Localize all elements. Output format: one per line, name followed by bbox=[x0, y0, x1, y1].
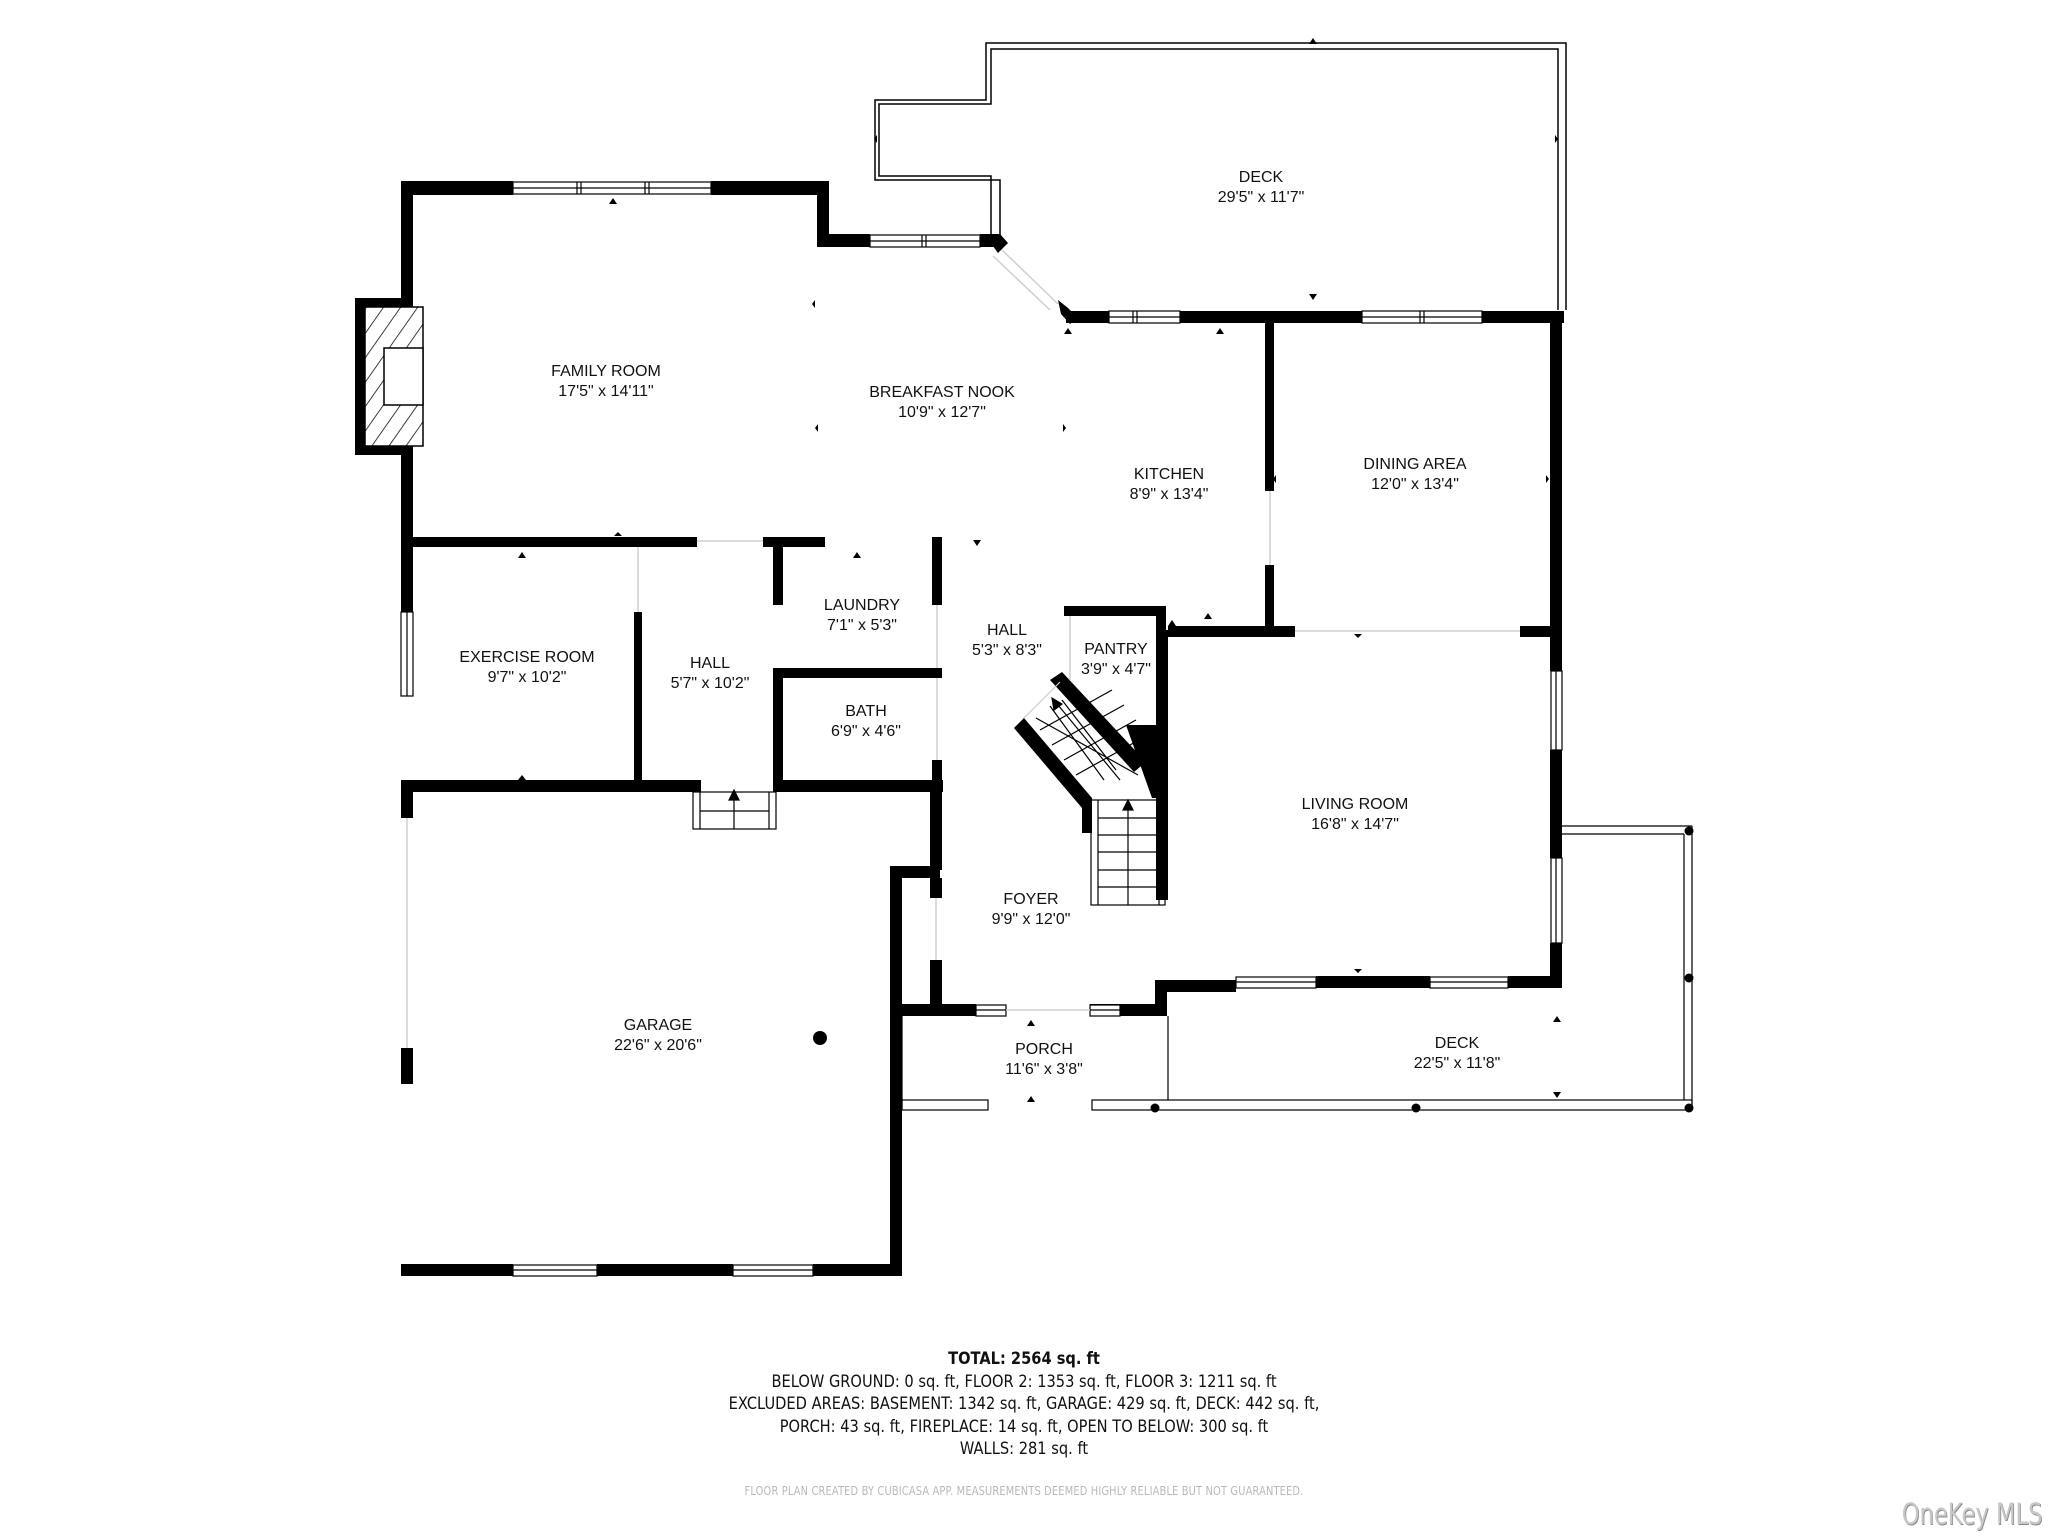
room-label-living-room: LIVING ROOM 16'8" x 14'7" bbox=[1302, 795, 1409, 835]
fireplace bbox=[364, 306, 424, 447]
room-name: LAUNDRY bbox=[823, 597, 901, 614]
room-name: KITCHEN bbox=[1133, 466, 1205, 483]
room-name: HALL bbox=[689, 655, 731, 672]
room-dimensions: 5'3" x 8'3" bbox=[972, 642, 1042, 659]
garage-step bbox=[692, 788, 777, 830]
room-label-family-room: FAMILY ROOM 17'5" x 14'11" bbox=[551, 362, 661, 402]
total-area: TOTAL: 2564 sq. ft bbox=[948, 1349, 1100, 1369]
room-dimensions: 9'7" x 10'2" bbox=[487, 669, 567, 686]
room-name: DECK bbox=[1238, 169, 1284, 186]
room-label-kitchen: KITCHEN 8'9" x 13'4" bbox=[1130, 465, 1209, 505]
measurement-markers bbox=[518, 38, 1561, 1102]
room-label-exercise-room: EXERCISE ROOM 9'7" x 10'2" bbox=[459, 648, 594, 688]
room-name: DINING AREA bbox=[1363, 456, 1467, 473]
room-dimensions: 16'8" x 14'7" bbox=[1311, 816, 1399, 833]
room-dimensions: 6'9" x 4'6" bbox=[831, 723, 901, 740]
room-dimensions: 7'1" x 5'3" bbox=[827, 617, 897, 634]
summary-line-walls: WALLS: 281 sq. ft bbox=[959, 1439, 1089, 1459]
room-dimensions: 8'9" x 13'4" bbox=[1129, 486, 1209, 503]
walls bbox=[355, 181, 1564, 1276]
room-label-foyer: FOYER 9'9" x 12'0" bbox=[992, 890, 1071, 930]
room-label-bath: BATH 6'9" x 4'6" bbox=[831, 702, 901, 742]
room-name: LIVING ROOM bbox=[1301, 796, 1409, 813]
openings bbox=[406, 249, 1520, 1048]
room-label-deck-upper: DECK 29'5" x 11'7" bbox=[1218, 168, 1305, 208]
room-label-deck-lower: DECK 22'5" x 11'8" bbox=[1414, 1034, 1501, 1074]
room-label-dining-area: DINING AREA 12'0" x 13'4" bbox=[1363, 455, 1466, 495]
room-dimensions: 12'0" x 13'4" bbox=[1371, 476, 1459, 493]
room-name: BATH bbox=[845, 703, 887, 720]
summary-line-floors: BELOW GROUND: 0 sq. ft, FLOOR 2: 1353 sq… bbox=[771, 1371, 1277, 1392]
deck-posts bbox=[813, 826, 1694, 1113]
summary-line-excluded-cont: PORCH: 43 sq. ft, FIREPLACE: 14 sq. ft, … bbox=[779, 1416, 1269, 1437]
room-dimensions: 11'6" x 3'8" bbox=[1005, 1061, 1083, 1078]
room-dimensions: 17'5" x 14'11" bbox=[558, 383, 654, 400]
room-name: FOYER bbox=[1003, 891, 1059, 908]
staircase bbox=[1023, 681, 1166, 906]
room-dimensions: 3'9" x 4'7" bbox=[1081, 661, 1151, 678]
windows bbox=[400, 181, 1563, 1277]
room-dimensions: 10'9" x 12'7" bbox=[898, 404, 986, 421]
room-label-laundry: LAUNDRY 7'1" x 5'3" bbox=[824, 596, 900, 636]
room-name: PORCH bbox=[1015, 1041, 1073, 1058]
room-dimensions: 29'5" x 11'7" bbox=[1217, 189, 1305, 206]
room-label-pantry: PANTRY 3'9" x 4'7" bbox=[1081, 640, 1151, 680]
area-summary: TOTAL: 2564 sq. ft BELOW GROUND: 0 sq. f… bbox=[143, 1348, 1904, 1461]
summary-line-excluded: EXCLUDED AREAS: BASEMENT: 1342 sq. ft, G… bbox=[728, 1394, 1320, 1414]
room-name: EXERCISE ROOM bbox=[459, 649, 595, 666]
room-name: DECK bbox=[1434, 1035, 1480, 1052]
porch-deck-outline bbox=[901, 825, 1693, 1111]
room-name: PANTRY bbox=[1084, 641, 1148, 658]
room-name: HALL bbox=[986, 622, 1028, 639]
room-dimensions: 5'7" x 10'2" bbox=[670, 675, 750, 692]
room-label-porch: PORCH 11'6" x 3'8" bbox=[1005, 1040, 1083, 1080]
room-name: GARAGE bbox=[623, 1017, 693, 1034]
room-label-garage: GARAGE 22'6" x 20'6" bbox=[614, 1016, 702, 1056]
room-name: FAMILY ROOM bbox=[551, 363, 661, 380]
room-label-breakfast-nook: BREAKFAST NOOK 10'9" x 12'7" bbox=[869, 383, 1015, 423]
room-dimensions: 22'5" x 11'8" bbox=[1413, 1055, 1501, 1072]
room-name: BREAKFAST NOOK bbox=[869, 384, 1015, 401]
room-dimensions: 22'6" x 20'6" bbox=[614, 1037, 702, 1054]
room-dimensions: 9'9" x 12'0" bbox=[991, 911, 1071, 928]
room-label-hall-west: HALL 5'7" x 10'2" bbox=[671, 654, 750, 694]
room-label-hall-central: HALL 5'3" x 8'3" bbox=[972, 621, 1042, 661]
disclaimer: FLOOR PLAN CREATED BY CUBICASA APP. MEAS… bbox=[744, 1484, 1304, 1498]
upper-deck-outline bbox=[874, 42, 1567, 310]
watermark-logo: OneKey MLS bbox=[1901, 1497, 2042, 1531]
